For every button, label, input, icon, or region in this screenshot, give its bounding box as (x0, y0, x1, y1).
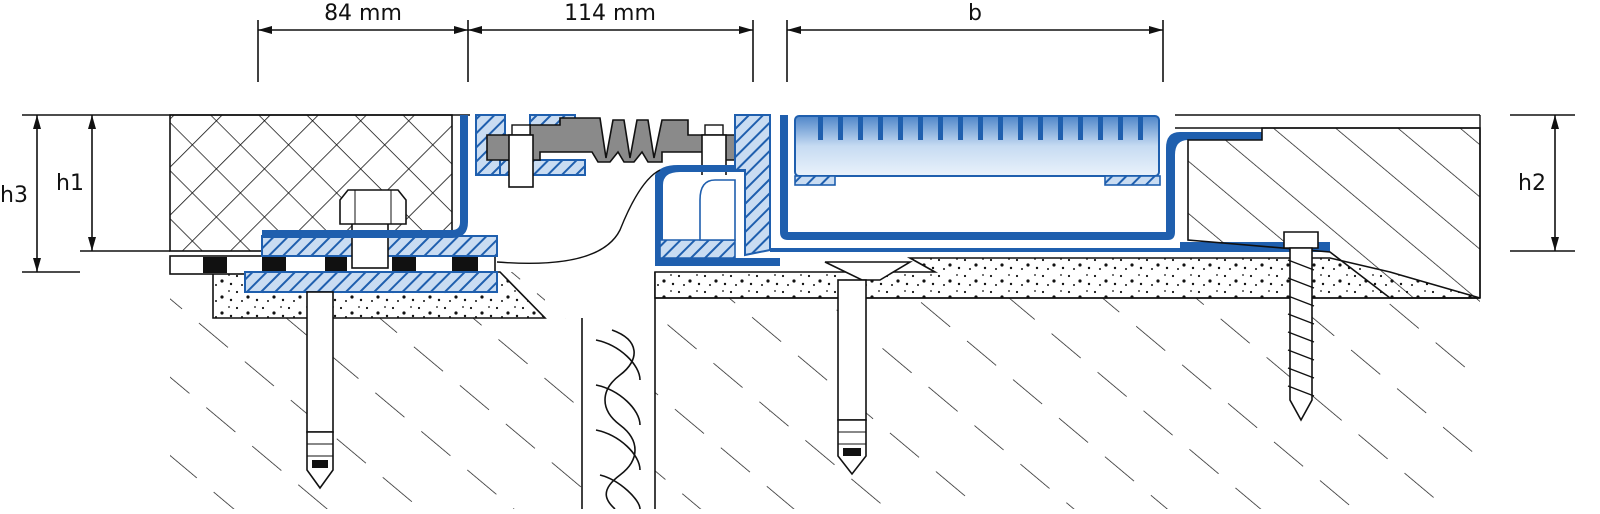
left-floor-covering (130, 114, 470, 252)
dimension-label-h1: h1 (56, 171, 84, 196)
dimension-label-84mm: 84 mm (324, 1, 402, 26)
left-bolt-nut (339, 189, 407, 269)
right-floor-covering (1175, 114, 1481, 299)
drainage-tray (770, 115, 1330, 252)
dimension-label-h2: h2 (1518, 171, 1546, 196)
dimension-label-b: b (968, 1, 982, 26)
right-joint-profile (655, 114, 780, 266)
dimension-arrows (33, 26, 1559, 272)
left-anchor-rod (306, 291, 334, 490)
dimension-label-h3: h3 (0, 183, 28, 208)
joint-insulation (595, 329, 641, 510)
seal-cable (496, 169, 661, 265)
dimension-label-114mm: 114 mm (564, 1, 656, 26)
right-screw-anchor (1283, 231, 1319, 422)
seal-screw-left (508, 124, 534, 188)
dimension-lines (22, 20, 1575, 273)
left-base-strip (169, 255, 496, 275)
center-anchor (824, 261, 913, 476)
grille-slots (818, 116, 1143, 140)
